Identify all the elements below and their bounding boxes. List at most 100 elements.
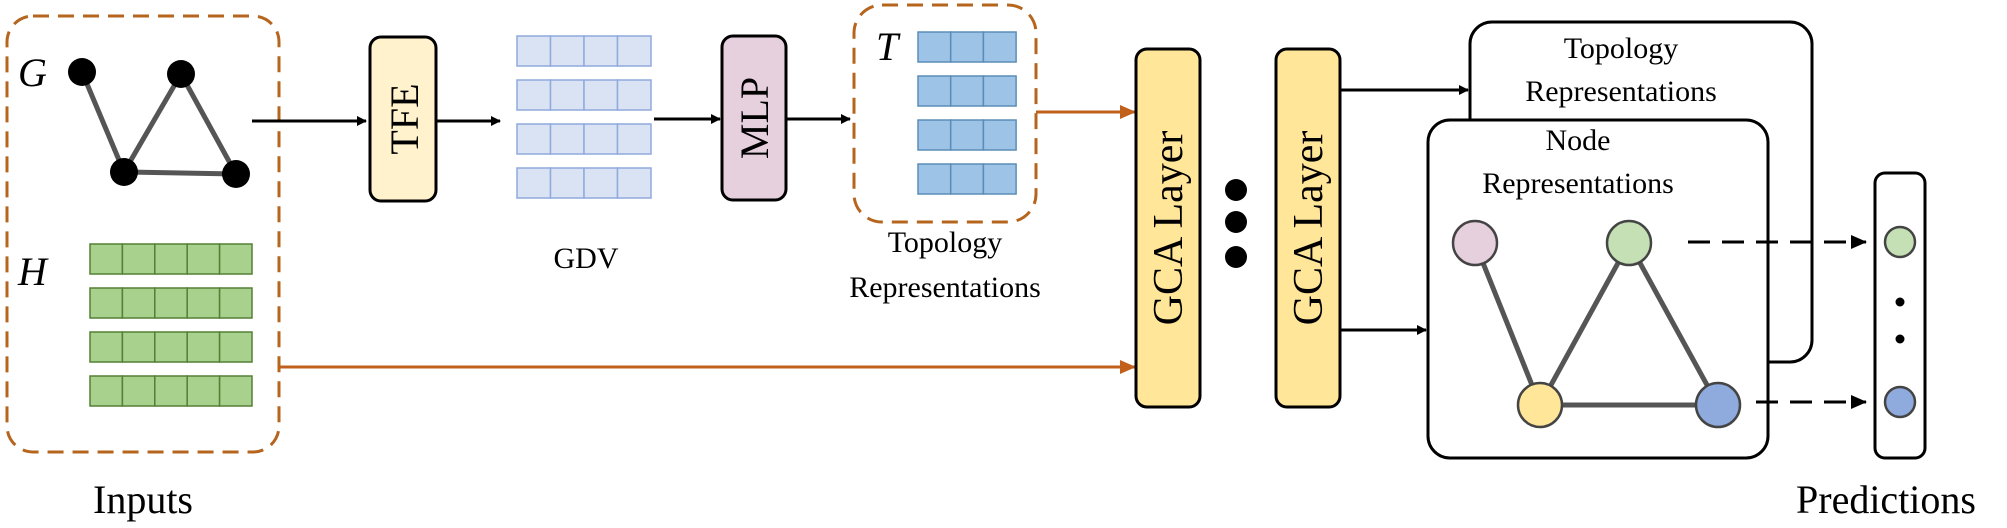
gca-layer-1-label: GCA Layer: [1146, 131, 1192, 326]
mlp-label: MLP: [732, 77, 777, 159]
graph-node: [167, 60, 195, 88]
matrix-cell: [982, 163, 1017, 195]
gdv-label: GDV: [554, 242, 619, 275]
matrix-cell: [583, 35, 619, 67]
matrix-cell: [616, 167, 652, 199]
prediction-dot: [1895, 334, 1905, 344]
matrix-cell: [186, 375, 221, 407]
matrix-cell: [89, 331, 124, 363]
matrix-cell: [516, 79, 552, 111]
topology-matrix: [917, 31, 1017, 195]
matrix-row: [89, 287, 253, 319]
topology-label-line1: Topology: [888, 226, 1003, 259]
matrix-row: [516, 123, 652, 155]
matrix-cell: [949, 75, 985, 107]
matrix-cell: [218, 375, 253, 407]
matrix-row: [917, 31, 1017, 63]
matrix-cell: [186, 287, 221, 319]
matrix-cell: [121, 331, 156, 363]
matrix-cell: [154, 243, 188, 275]
matrix-cell: [218, 287, 253, 319]
matrix-cell: [218, 243, 253, 275]
matrix-cell: [616, 79, 652, 111]
output-graph: [1451, 219, 1742, 429]
matrix-cell: [917, 119, 952, 151]
matrix-cell: [583, 123, 619, 155]
out-topology-label-line2: Representations: [1525, 75, 1717, 108]
matrix-cell: [616, 35, 652, 67]
feature-matrix: [89, 243, 253, 407]
matrix-cell: [583, 167, 619, 199]
matrix-cell: [89, 243, 124, 275]
matrix-cell: [917, 163, 952, 195]
matrix-cell: [154, 375, 188, 407]
tfe-block: [368, 35, 438, 203]
matrix-cell: [949, 31, 985, 63]
matrix-cell: [982, 75, 1017, 107]
matrix-cell: [186, 243, 221, 275]
matrix-cell: [549, 123, 585, 155]
matrix-row: [917, 75, 1017, 107]
matrix-row: [917, 163, 1017, 195]
node-blue: [1694, 381, 1742, 429]
node-green: [1605, 219, 1653, 267]
out-topology-label-line1: Topology: [1564, 32, 1679, 65]
matrix-cell: [549, 35, 585, 67]
matrix-cell: [121, 287, 156, 319]
predictions-label: Predictions: [1796, 477, 1976, 522]
graph-node: [110, 158, 138, 186]
matrix-cell: [121, 375, 156, 407]
gca-layer-1-block: [1134, 47, 1202, 409]
layer-ellipsis: [1225, 179, 1247, 268]
node-pink: [1451, 219, 1499, 267]
prediction-blue: [1883, 385, 1917, 419]
matrix-cell: [516, 123, 552, 155]
matrix-cell: [549, 167, 585, 199]
matrix-cell: [154, 331, 188, 363]
matrix-row: [516, 79, 652, 111]
node-repr-card: [1426, 118, 1770, 460]
matrix-row: [89, 331, 253, 363]
matrix-row: [89, 243, 253, 275]
feature-symbol: H: [17, 249, 49, 294]
out-node-label-line1: Node: [1546, 124, 1611, 157]
gca-layer-2-block: [1274, 47, 1342, 409]
matrix-cell: [516, 35, 552, 67]
matrix-cell: [982, 31, 1017, 63]
gca-layer-2-label: GCA Layer: [1286, 131, 1332, 326]
matrix-row: [516, 35, 652, 67]
matrix-cell: [89, 375, 124, 407]
input-graph: [68, 58, 250, 188]
graph-node: [68, 58, 96, 86]
graph-symbol: G: [18, 50, 47, 95]
matrix-cell: [917, 31, 952, 63]
matrix-cell: [121, 243, 156, 275]
matrix-cell: [949, 163, 985, 195]
matrix-cell: [583, 79, 619, 111]
tfe-label: TFE: [382, 83, 427, 154]
matrix-cell: [917, 75, 952, 107]
matrix-cell: [616, 123, 652, 155]
matrix-cell: [154, 287, 188, 319]
topology-label-line2: Representations: [849, 271, 1041, 304]
matrix-cell: [218, 331, 253, 363]
node-yellow: [1516, 381, 1564, 429]
inputs-dashed-box: [5, 14, 281, 454]
graph-node: [222, 160, 250, 188]
inputs-label: Inputs: [93, 477, 193, 522]
prediction-dot: [1895, 297, 1905, 307]
topology-symbol: T: [876, 24, 901, 69]
matrix-cell: [549, 79, 585, 111]
matrix-cell: [516, 167, 552, 199]
matrix-cell: [186, 331, 221, 363]
matrix-cell: [949, 119, 985, 151]
gdv-matrix: [516, 35, 652, 199]
matrix-row: [917, 119, 1017, 151]
matrix-cell: [89, 287, 124, 319]
matrix-cell: [982, 119, 1017, 151]
matrix-row: [89, 375, 253, 407]
out-node-label-line2: Representations: [1482, 167, 1674, 200]
prediction-green: [1883, 225, 1917, 259]
matrix-row: [516, 167, 652, 199]
